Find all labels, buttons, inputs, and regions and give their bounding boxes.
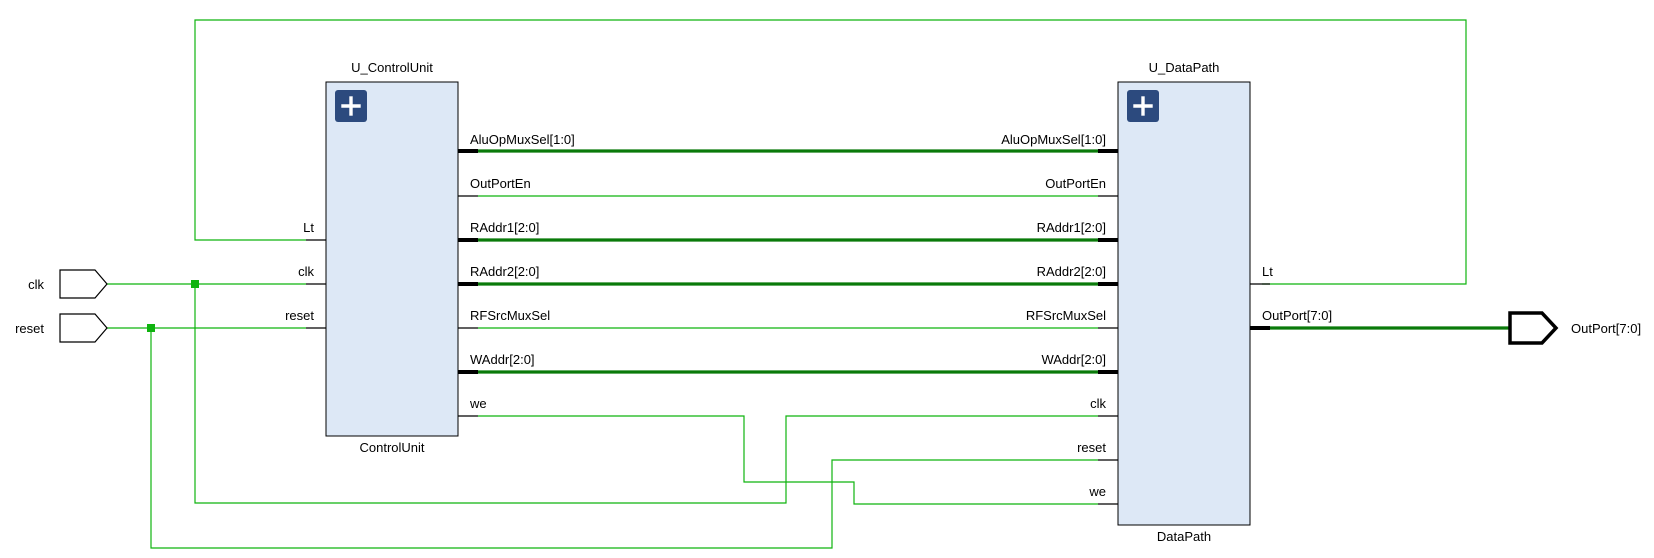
control-unit-pin-waddr: WAddr[2:0]: [470, 352, 535, 367]
net-clk-to-datapath[interactable]: [194, 284, 1098, 504]
output-port-outport-label: OutPort[7:0]: [1571, 321, 1641, 336]
net-lt[interactable]: [194, 19, 1467, 285]
data-path-block[interactable]: U_DataPath DataPath AluOpMuxSel[1:0] Out…: [1001, 60, 1332, 544]
data-path-pin-raddr1: RAddr1[2:0]: [1037, 220, 1106, 235]
input-port-clk-label: clk: [28, 277, 44, 292]
output-port-outport-symbol[interactable]: [1508, 311, 1559, 345]
control-unit-pin-outporten: OutPortEn: [470, 176, 531, 191]
data-path-pin-outport: OutPort[7:0]: [1262, 308, 1332, 323]
net-reset-to-datapath[interactable]: [150, 328, 1098, 549]
data-path-instance-name: U_DataPath: [1149, 60, 1220, 75]
control-unit-body[interactable]: [325, 81, 459, 437]
data-path-pin-we: we: [1088, 484, 1106, 499]
control-unit-pin-raddr1: RAddr1[2:0]: [470, 220, 539, 235]
plus-icon: [1133, 96, 1153, 116]
control-unit-expand-button[interactable]: [335, 90, 367, 122]
input-port-reset-symbol[interactable]: [59, 313, 108, 343]
control-unit-pin-rfsrcmuxsel: RFSrcMuxSel: [470, 308, 550, 323]
junction-reset: [147, 324, 155, 332]
control-unit-module-name: ControlUnit: [359, 440, 424, 455]
control-unit-pin-clk: clk: [298, 264, 314, 279]
control-unit-pin-aluopmuxsel: AluOpMuxSel[1:0]: [470, 132, 575, 147]
data-path-pin-clk: clk: [1090, 396, 1106, 411]
data-path-pin-waddr: WAddr[2:0]: [1041, 352, 1106, 367]
junction-clk: [191, 280, 199, 288]
control-unit-pin-lt: Lt: [303, 220, 314, 235]
control-unit-instance-name: U_ControlUnit: [351, 60, 433, 75]
data-path-pin-outporten: OutPortEn: [1045, 176, 1106, 191]
data-path-pin-rfsrcmuxsel: RFSrcMuxSel: [1026, 308, 1106, 323]
control-unit-pin-reset: reset: [285, 308, 314, 323]
data-path-pin-reset: reset: [1077, 440, 1106, 455]
output-port-outport[interactable]: OutPort[7:0]: [1508, 311, 1641, 345]
input-port-clk[interactable]: clk: [28, 269, 108, 299]
data-path-body[interactable]: [1117, 81, 1251, 526]
control-unit-pin-raddr2: RAddr2[2:0]: [470, 264, 539, 279]
input-port-reset-label: reset: [15, 321, 44, 336]
plus-icon: [341, 96, 361, 116]
input-port-reset[interactable]: reset: [15, 313, 108, 343]
data-path-pin-aluopmuxsel: AluOpMuxSel[1:0]: [1001, 132, 1106, 147]
data-path-pin-raddr2: RAddr2[2:0]: [1037, 264, 1106, 279]
control-unit-block[interactable]: U_ControlUnit ControlUnit Lt clk reset A…: [285, 60, 575, 455]
data-path-pin-lt: Lt: [1262, 264, 1273, 279]
net-we[interactable]: [478, 415, 1098, 505]
data-path-expand-button[interactable]: [1127, 90, 1159, 122]
input-port-clk-symbol[interactable]: [59, 269, 108, 299]
control-unit-pin-we: we: [469, 396, 487, 411]
data-path-module-name: DataPath: [1157, 529, 1211, 544]
